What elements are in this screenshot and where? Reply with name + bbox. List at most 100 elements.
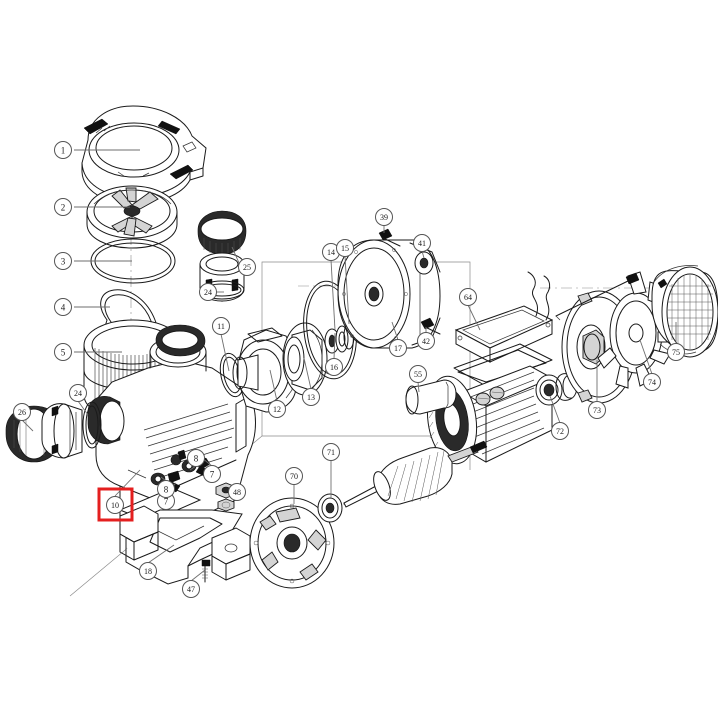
callout-number: 24 xyxy=(204,288,212,297)
callout-bubble-ring xyxy=(54,343,72,361)
callout-number: 2 xyxy=(61,203,66,213)
callout-24[interactable]: 24 xyxy=(199,283,217,301)
callout-42[interactable]: 42 xyxy=(417,332,435,350)
callout-2[interactable]: 2 xyxy=(54,198,72,216)
callout-number: 5 xyxy=(61,348,66,358)
callout-bubble-ring xyxy=(417,332,435,350)
callout-number: 14 xyxy=(327,248,335,257)
callout-55[interactable]: 55 xyxy=(409,365,427,383)
callout-bubble-ring xyxy=(375,208,393,226)
callout-5[interactable]: 5 xyxy=(54,343,72,361)
selected-part-highlight[interactable] xyxy=(97,487,134,522)
callout-11[interactable]: 11 xyxy=(212,317,230,335)
callout-bubble-ring xyxy=(667,343,685,361)
callout-1[interactable]: 1 xyxy=(54,141,72,159)
callout-number: 72 xyxy=(556,427,564,436)
part-pump-body xyxy=(87,324,256,541)
callout-24[interactable]: 24 xyxy=(69,384,87,402)
part-fan-cover xyxy=(651,265,718,358)
callout-70[interactable]: 70 xyxy=(285,467,303,485)
callout-number: 24 xyxy=(74,389,82,398)
part-front-end-bracket xyxy=(249,497,335,589)
callout-7[interactable]: 7 xyxy=(203,465,221,483)
callout-bubble-ring xyxy=(389,339,407,357)
callout-26[interactable]: 26 xyxy=(13,403,31,421)
part-impeller xyxy=(282,322,328,396)
part-terminal-box-cover xyxy=(454,271,554,363)
callout-17[interactable]: 17 xyxy=(389,339,407,357)
callout-25[interactable]: 25 xyxy=(238,258,256,276)
callout-number: 10 xyxy=(111,501,119,510)
callout-bubble-ring xyxy=(69,384,87,402)
callout-73[interactable]: 73 xyxy=(588,401,606,419)
callout-number: 64 xyxy=(464,293,472,302)
callout-48[interactable]: 48 xyxy=(228,483,246,501)
part-rotor-shaft xyxy=(343,440,488,508)
callout-bubble-ring xyxy=(54,141,72,159)
callout-15[interactable]: 15 xyxy=(336,239,354,257)
callout-41[interactable]: 41 xyxy=(413,234,431,252)
callout-bubble-ring xyxy=(139,562,157,580)
part-stator-housing xyxy=(426,343,553,465)
callout-18[interactable]: 18 xyxy=(139,562,157,580)
callout-number: 70 xyxy=(290,472,298,481)
callout-3[interactable]: 3 xyxy=(54,252,72,270)
callout-bubble-ring xyxy=(268,400,286,418)
callout-bubble-ring xyxy=(54,198,72,216)
callout-number: 18 xyxy=(144,567,152,576)
callout-bubble-ring xyxy=(106,496,124,514)
callout-number: 15 xyxy=(341,244,349,253)
callout-12[interactable]: 12 xyxy=(268,400,286,418)
callout-bubble-ring xyxy=(199,283,217,301)
callout-bubble-ring xyxy=(228,483,246,501)
callout-number: 16 xyxy=(330,363,338,372)
callout-8[interactable]: 8 xyxy=(187,449,205,467)
part-diffuser xyxy=(232,327,297,413)
callout-number: 8 xyxy=(194,454,199,464)
part-strainer-lid xyxy=(81,105,207,205)
callout-16[interactable]: 16 xyxy=(325,358,343,376)
callout-number: 26 xyxy=(18,408,26,417)
callout-47[interactable]: 47 xyxy=(182,580,200,598)
callout-bubble-ring xyxy=(157,480,175,498)
callout-bubble-ring xyxy=(187,449,205,467)
callout-bubble-ring xyxy=(413,234,431,252)
callout-number: 17 xyxy=(394,344,402,353)
callout-bubble-ring xyxy=(588,401,606,419)
callout-number: 74 xyxy=(648,378,656,387)
callout-39[interactable]: 39 xyxy=(375,208,393,226)
callout-number: 4 xyxy=(61,303,66,313)
callout-number: 48 xyxy=(233,488,241,497)
callout-bubble-ring xyxy=(322,443,340,461)
callout-number: 7 xyxy=(164,497,169,507)
part-mechanical-seal xyxy=(324,325,349,354)
callout-4[interactable]: 4 xyxy=(54,298,72,316)
callout-72[interactable]: 72 xyxy=(551,422,569,440)
callout-64[interactable]: 64 xyxy=(459,288,477,306)
callout-number: 12 xyxy=(273,405,281,414)
callout-bubble-ring xyxy=(54,252,72,270)
callout-bubble-ring xyxy=(551,422,569,440)
callout-number: 75 xyxy=(672,348,680,357)
callout-8[interactable]: 8 xyxy=(157,480,175,498)
callout-bubble-ring xyxy=(212,317,230,335)
callout-number: 39 xyxy=(380,213,388,222)
callout-bubble-ring xyxy=(409,365,427,383)
callout-75[interactable]: 75 xyxy=(667,343,685,361)
callout-number: 42 xyxy=(422,337,430,346)
callout-number: 41 xyxy=(418,239,426,248)
part-motor-seal-plate xyxy=(337,239,441,349)
part-motor-tie-rod xyxy=(555,272,640,321)
callout-74[interactable]: 74 xyxy=(643,373,661,391)
callout-71[interactable]: 71 xyxy=(322,443,340,461)
callout-10[interactable]: 10 xyxy=(106,496,124,514)
callout-number: 55 xyxy=(414,370,422,379)
callout-bubble-ring xyxy=(13,403,31,421)
callout-13[interactable]: 13 xyxy=(302,388,320,406)
callout-number: 7 xyxy=(210,470,215,480)
part-union-nut-upper xyxy=(197,210,247,256)
callout-bubble-ring xyxy=(302,388,320,406)
